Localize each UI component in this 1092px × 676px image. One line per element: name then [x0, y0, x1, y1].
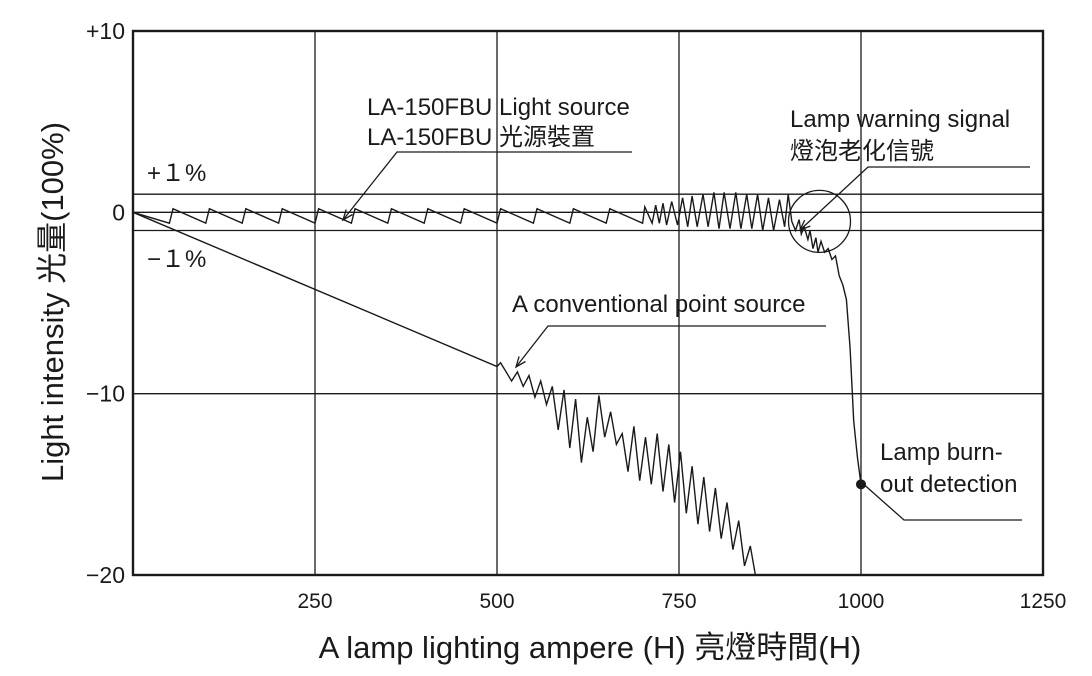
annotation-burnout-1: Lamp burn-: [880, 439, 1003, 466]
y-tick-label--10: −10: [86, 381, 125, 407]
annotation-warning-en: Lamp warning signal: [790, 106, 1010, 133]
series-line-0: [132, 192, 862, 485]
band-lower-label: −１%: [147, 246, 206, 273]
annotation-conventional: A conventional point source: [512, 291, 806, 318]
x-tick-label-750: 750: [661, 590, 696, 613]
arrowhead-light-source: [341, 209, 353, 222]
arrowhead-conventional: [514, 356, 526, 369]
tolerance-band: +１% −１%: [133, 160, 1043, 273]
y-tick-label-0: 0: [112, 199, 125, 225]
leader-light-source: [342, 151, 632, 221]
annotation-light-source-en: LA-150FBU Light source: [367, 94, 630, 121]
tick-labels: 250 500 750 1000 1250 +10 0 −10 −20: [86, 18, 1066, 613]
leader-conventional: [515, 325, 826, 368]
annotation-warning-zh: 燈泡老化信號: [790, 138, 934, 165]
arrowhead-warning: [798, 219, 811, 232]
leader-warning: [799, 166, 1030, 231]
x-tick-label-500: 500: [479, 590, 514, 613]
x-tick-label-1250: 1250: [1020, 590, 1067, 613]
gridlines: [133, 31, 1043, 575]
annotation-burnout-2: out detection: [880, 471, 1017, 498]
y-tick-label--20: −20: [86, 562, 125, 588]
series-line-1: [132, 211, 757, 576]
warning-circle: [787, 189, 852, 254]
band-upper-label: +１%: [147, 160, 206, 187]
y-axis-title: Light intensity 光量(100%): [35, 122, 70, 482]
x-axis-title: A lamp lighting ampere (H) 亮燈時間(H): [319, 630, 862, 665]
x-tick-label-1000: 1000: [838, 590, 885, 613]
burnout-point: [856, 479, 866, 490]
annotation-light-source-zh: LA-150FBU 光源裝置: [367, 124, 595, 151]
leader-burnout: [859, 480, 1022, 521]
x-tick-label-250: 250: [297, 590, 332, 613]
y-tick-label-10: +10: [86, 18, 125, 44]
plot-frame: [131, 29, 1045, 577]
series-group: [132, 192, 866, 576]
